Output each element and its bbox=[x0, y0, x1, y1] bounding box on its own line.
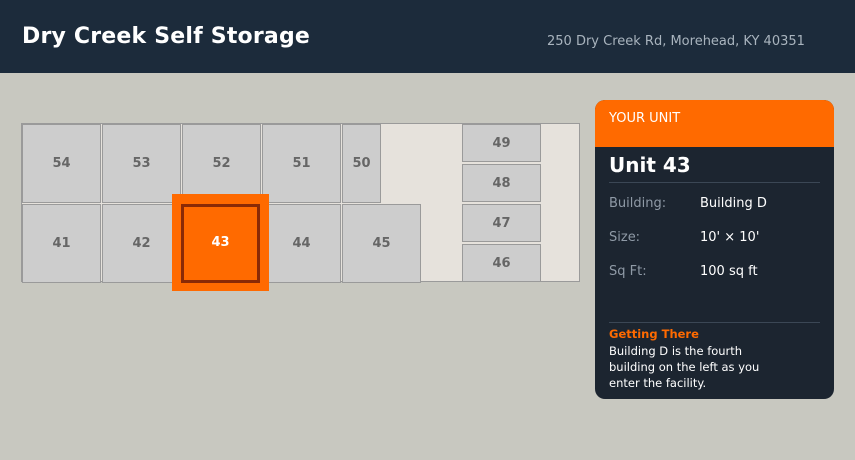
unit-label: 42 bbox=[132, 236, 151, 251]
detail-label: Size: bbox=[609, 230, 641, 245]
unit-label: 51 bbox=[292, 156, 311, 171]
unit-51[interactable]: 51 bbox=[262, 124, 341, 203]
unit-label: 53 bbox=[132, 156, 151, 171]
unit-50[interactable]: 50 bbox=[342, 124, 381, 203]
panel-header: YOUR UNIT bbox=[595, 100, 834, 147]
divider bbox=[609, 182, 820, 183]
facility-map: 54 53 52 51 50 49 48 47 46 41 42 44 45 4… bbox=[21, 123, 580, 291]
unit-info-panel: YOUR UNIT Unit 43 Building: Building D S… bbox=[595, 100, 834, 399]
unit-53[interactable]: 53 bbox=[102, 124, 181, 203]
detail-value: 10' × 10' bbox=[700, 230, 760, 245]
selected-unit-outline bbox=[181, 204, 260, 283]
divider bbox=[609, 322, 820, 323]
unit-title: Unit 43 bbox=[609, 153, 691, 177]
unit-54[interactable]: 54 bbox=[22, 124, 101, 203]
directions-heading: Getting There bbox=[609, 327, 699, 341]
unit-label: 54 bbox=[52, 156, 71, 171]
unit-41[interactable]: 41 bbox=[22, 204, 101, 283]
unit-46[interactable]: 46 bbox=[462, 244, 541, 282]
detail-label: Building: bbox=[609, 196, 667, 211]
facility-address: 250 Dry Creek Rd, Morehead, KY 40351 bbox=[547, 34, 805, 49]
unit-label: 48 bbox=[492, 175, 511, 191]
unit-43-selected[interactable]: 43 bbox=[172, 194, 269, 291]
unit-45[interactable]: 45 bbox=[342, 204, 421, 283]
unit-label: 45 bbox=[372, 236, 391, 251]
unit-44[interactable]: 44 bbox=[262, 204, 341, 283]
unit-label: 49 bbox=[492, 135, 511, 151]
unit-label: 43 bbox=[211, 235, 230, 250]
unit-label: 44 bbox=[292, 236, 311, 251]
directions-text: Building D is the fourth building on the… bbox=[609, 344, 760, 390]
unit-52[interactable]: 52 bbox=[182, 124, 261, 203]
unit-label: 41 bbox=[52, 236, 71, 251]
unit-42[interactable]: 42 bbox=[102, 204, 181, 283]
panel-header-label: YOUR UNIT bbox=[609, 111, 681, 126]
unit-47[interactable]: 47 bbox=[462, 204, 541, 242]
unit-label: 47 bbox=[492, 215, 511, 231]
unit-label: 46 bbox=[492, 255, 511, 271]
unit-label: 52 bbox=[212, 156, 231, 171]
facility-name: Dry Creek Self Storage bbox=[22, 24, 311, 49]
detail-value: 100 sq ft bbox=[700, 264, 758, 279]
site-header: Dry Creek Self Storage 250 Dry Creek Rd,… bbox=[0, 0, 855, 73]
unit-49[interactable]: 49 bbox=[462, 124, 541, 162]
unit-48[interactable]: 48 bbox=[462, 164, 541, 202]
detail-label: Sq Ft: bbox=[609, 264, 647, 279]
detail-value: Building D bbox=[700, 196, 767, 211]
unit-label: 50 bbox=[352, 156, 371, 171]
